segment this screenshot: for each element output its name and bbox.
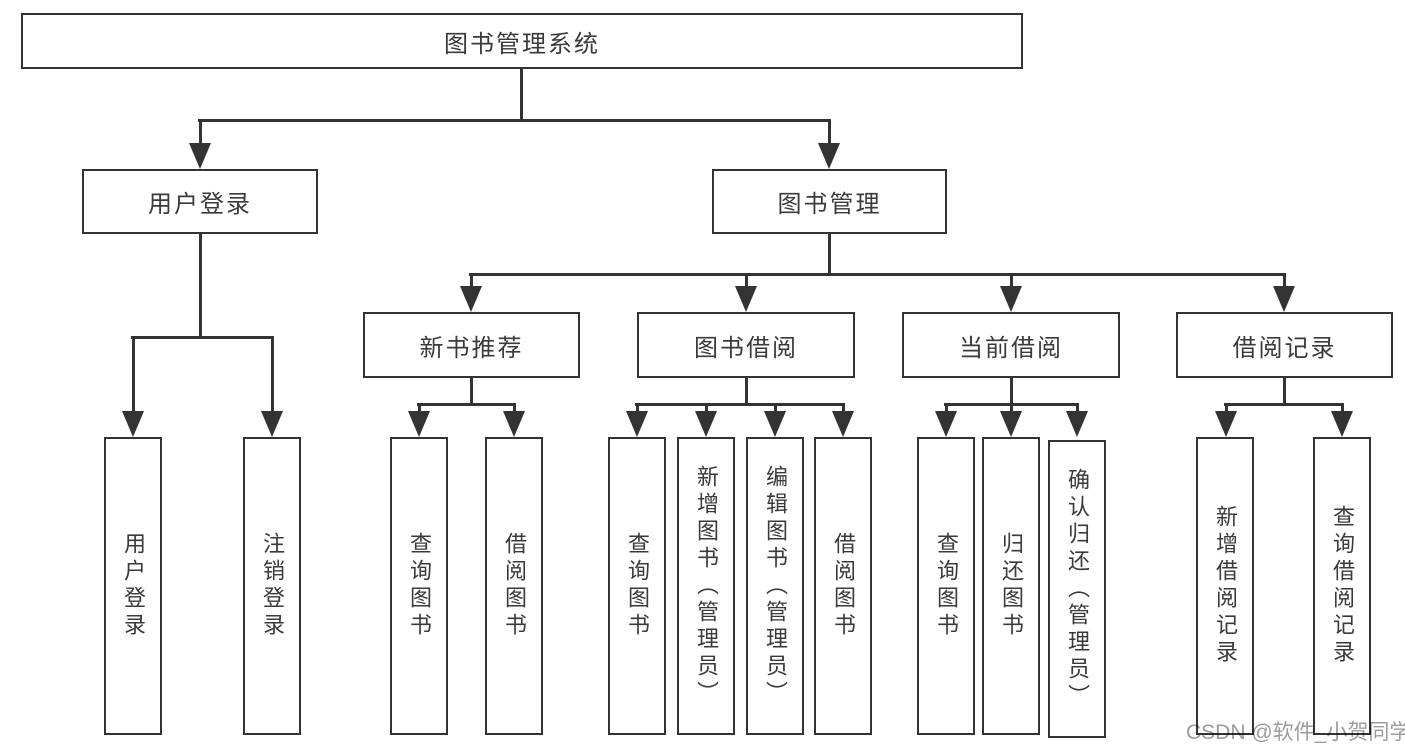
connector [828,234,831,274]
arrow-down [735,286,757,312]
leaf-borrow-books-1: 借阅图书 [485,437,543,735]
leaf-return-books-label: 归还图书 [999,532,1024,640]
arrow-down [1000,411,1022,437]
connector [1010,403,1013,412]
arrow-down [1066,411,1088,437]
leaf-borrow-books-1-label: 借阅图书 [502,532,527,640]
connector [745,273,748,287]
leaf-add-borrow-record: 新增借阅记录 [1196,437,1254,735]
arrow-down [695,411,717,437]
connector [1076,403,1079,412]
leaf-borrow-books-2: 借阅图书 [814,437,872,735]
leaf-query-books-3: 查询图书 [917,437,975,735]
connector [470,378,473,404]
connector [828,119,831,145]
leaf-return-books: 归还图书 [982,437,1040,735]
arrow-down [1331,411,1353,437]
leaf-query-books-1-label: 查询图书 [407,532,432,640]
connector [199,119,202,145]
connector [199,234,202,337]
arrow-down [503,411,525,437]
node-current-borrow: 当前借阅 [902,312,1120,378]
leaf-query-books-1: 查询图书 [390,437,448,735]
leaf-add-books-admin: 新增图书（管理员） [677,437,735,735]
leaf-query-books-2: 查询图书 [608,437,666,735]
leaf-confirm-return-admin: 确认归还（管理员） [1048,440,1106,738]
arrow-down [1215,411,1237,437]
leaf-user-login: 用户登录 [104,437,162,735]
leaf-borrow-books-2-label: 借阅图书 [831,532,856,640]
connector [271,336,274,412]
leaf-user-login-label: 用户登录 [121,532,146,640]
connector [1283,378,1286,404]
connector [774,403,777,412]
connector [636,403,639,412]
node-user-login-label: 用户登录 [148,191,252,218]
connector [198,119,831,122]
node-root-label: 图书管理系统 [444,30,600,58]
connector [513,403,516,412]
node-book-borrow-label: 图书借阅 [694,334,798,362]
connector [1341,403,1344,412]
leaf-edit-books-admin-label: 编辑图书（管理员） [763,464,788,708]
arrow-down [1000,286,1022,312]
arrow-down [818,143,840,169]
node-new-book-recommend: 新书推荐 [363,312,580,378]
node-book-borrow: 图书借阅 [637,312,855,378]
connector [417,403,516,406]
node-borrow-records-label: 借阅记录 [1232,334,1337,362]
connector [945,403,948,412]
leaf-query-borrow-record: 查询借阅记录 [1313,437,1371,735]
arrow-down [460,286,482,312]
connector [1283,273,1286,287]
connector [469,273,1286,276]
arrow-down [408,411,430,437]
connector [520,69,523,121]
arrow-down [122,411,144,437]
node-current-borrow-label: 当前借阅 [959,334,1063,362]
arrow-down [626,411,648,437]
node-user-login: 用户登录 [82,169,318,234]
connector [1224,403,1344,406]
arrow-down [764,411,786,437]
connector [418,403,421,412]
connector [131,336,274,339]
connector [132,336,135,412]
arrow-down [189,143,211,169]
node-book-management: 图书管理 [712,169,947,234]
arrow-down [1273,286,1295,312]
leaf-edit-books-admin: 编辑图书（管理员） [746,437,804,735]
leaf-query-books-3-label: 查询图书 [934,532,959,640]
connector [635,403,845,406]
leaf-query-borrow-record-label: 查询借阅记录 [1330,505,1355,667]
connector [470,273,473,287]
node-borrow-records: 借阅记录 [1176,312,1393,378]
node-new-book-recommend-label: 新书推荐 [419,334,524,362]
connector [745,378,748,404]
leaf-add-borrow-record-label: 新增借阅记录 [1213,505,1238,667]
arrow-down [935,411,957,437]
leaf-query-books-2-label: 查询图书 [625,532,650,640]
node-book-management-label: 图书管理 [777,191,882,218]
csdn-watermark: CSDN @软件_小贺同学 [1186,721,1405,744]
node-root: 图书管理系统 [21,13,1023,69]
leaf-logout-label: 注销登录 [260,532,285,640]
arrow-down [832,411,854,437]
connector [1010,378,1013,404]
leaf-confirm-return-admin-label: 确认归还（管理员） [1065,467,1090,711]
leaf-add-books-admin-label: 新增图书（管理员） [694,464,719,708]
connector [842,403,845,412]
leaf-logout: 注销登录 [243,437,301,735]
connector [1225,403,1228,412]
connector [1010,273,1013,287]
arrow-down [261,411,283,437]
connector [705,403,708,412]
